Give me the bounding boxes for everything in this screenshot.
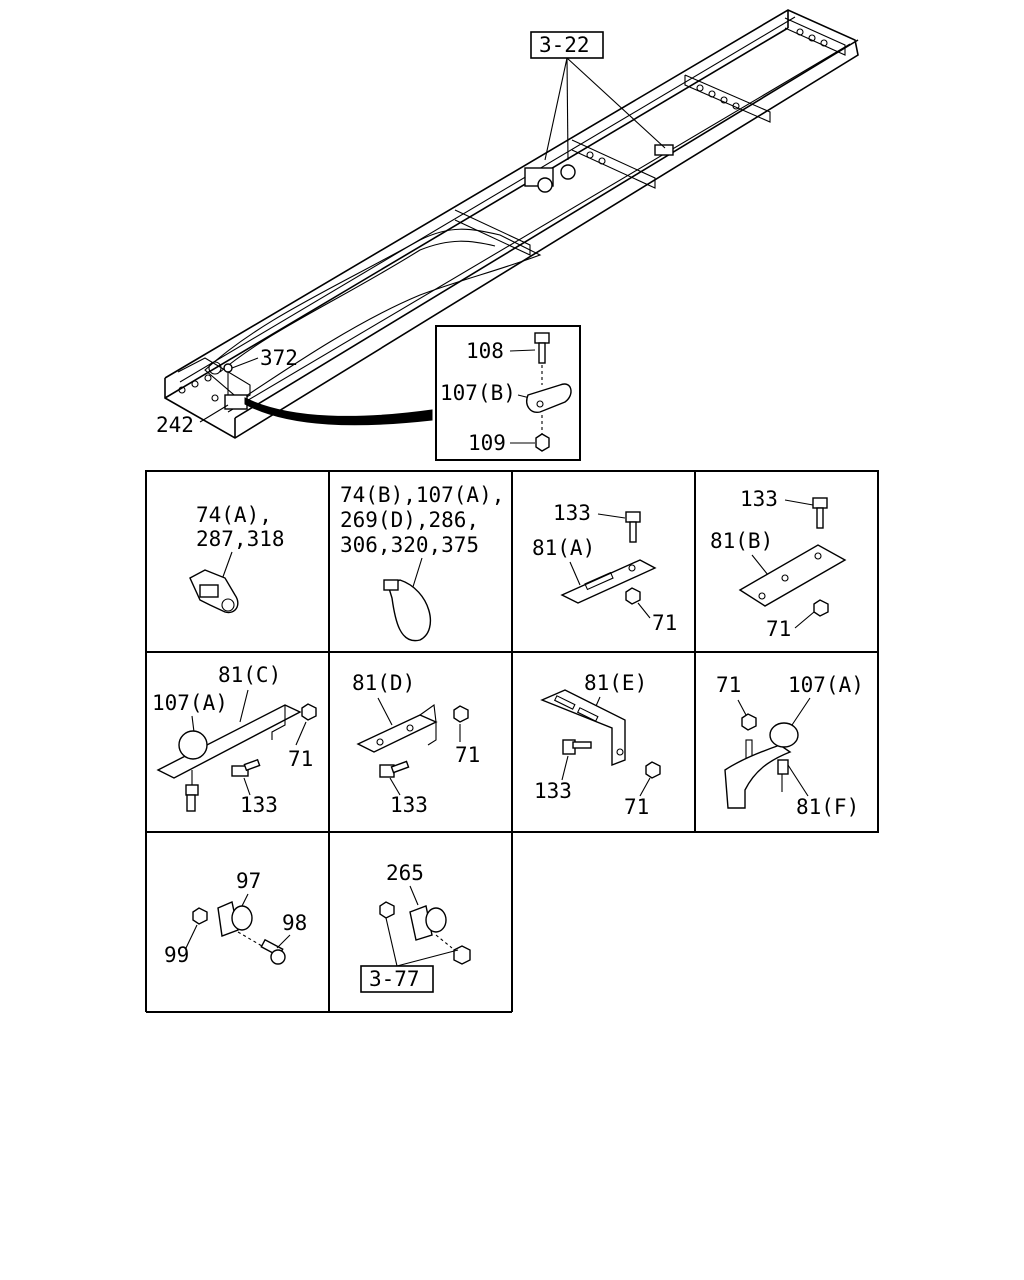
callout-108: 108 [466, 339, 504, 363]
callout-109: 109 [468, 431, 506, 455]
ref-label-3-22: 3-22 [539, 33, 590, 57]
callout-107b: 107(B) [440, 381, 516, 405]
label-81d: 81(D) [352, 671, 415, 695]
hose-leader [244, 397, 433, 426]
callout-372: 372 [260, 346, 298, 370]
callout-242: 242 [156, 413, 194, 437]
cell-bracket-81d: 81(D) 71 133 [352, 671, 480, 817]
label-tie-line1: 74(B),107(A), [340, 483, 504, 507]
label-71-r2c2: 71 [455, 743, 480, 767]
label-265: 265 [386, 861, 424, 885]
label-71-r2c1: 71 [288, 747, 313, 771]
label-tie-line3: 306,320,375 [340, 533, 479, 557]
label-71-r1c3: 71 [652, 611, 677, 635]
label-71-r1c4: 71 [766, 617, 791, 641]
label-81a: 81(A) [532, 536, 595, 560]
cell-clamp-74a: 74(A), 287,318 [189, 503, 285, 614]
label-71-r2c3: 71 [624, 795, 649, 819]
label-133-r2c1: 133 [240, 793, 278, 817]
cell-bracket-81c: 81(C) 107(A) 71 133 [152, 663, 317, 817]
cell-bracket-81f: 71 107(A) 81(F) [716, 673, 864, 819]
label-71-r2c4: 71 [716, 673, 741, 697]
label-tie-line2: 269(D),286, [340, 508, 479, 532]
inset-detail: 108 107(B) 109 [435, 325, 581, 461]
front-clip-assembly [208, 361, 248, 410]
label-133-r1c4: 133 [740, 487, 778, 511]
chassis-frame-illustration: 3-22 372 242 [156, 9, 859, 439]
label-99: 99 [164, 943, 189, 967]
label-133-r1c3: 133 [553, 501, 591, 525]
ref-label-3-77: 3-77 [369, 967, 420, 991]
label-98: 98 [282, 911, 307, 935]
cell-bracket-81a: 133 81(A) 71 [532, 501, 677, 635]
cell-cable-tie: 74(B),107(A), 269(D),286, 306,320,375 [340, 483, 504, 642]
label-97: 97 [236, 869, 261, 893]
crossmember-holes [178, 28, 828, 402]
label-81c: 81(C) [218, 663, 281, 687]
label-74a-line2: 287,318 [196, 527, 285, 551]
cell-clip-97: 97 99 98 [164, 869, 307, 967]
label-107a-r2c4: 107(A) [788, 673, 864, 697]
label-81f: 81(F) [796, 795, 859, 819]
label-133-r2c3: 133 [534, 779, 572, 803]
label-74a-line1: 74(A), [196, 503, 272, 527]
parts-grid [145, 470, 879, 1013]
label-81b: 81(B) [710, 529, 773, 553]
label-107a-r2c1: 107(A) [152, 691, 228, 715]
cell-bracket-81b: 133 81(B) 71 [710, 487, 847, 641]
cell-clip-265: 265 3-77 [360, 861, 471, 993]
frame-clip-assembly [524, 144, 674, 193]
cell-bracket-81e: 81(E) 133 71 [534, 671, 661, 819]
label-133-r2c2: 133 [390, 793, 428, 817]
label-81e: 81(E) [584, 671, 647, 695]
